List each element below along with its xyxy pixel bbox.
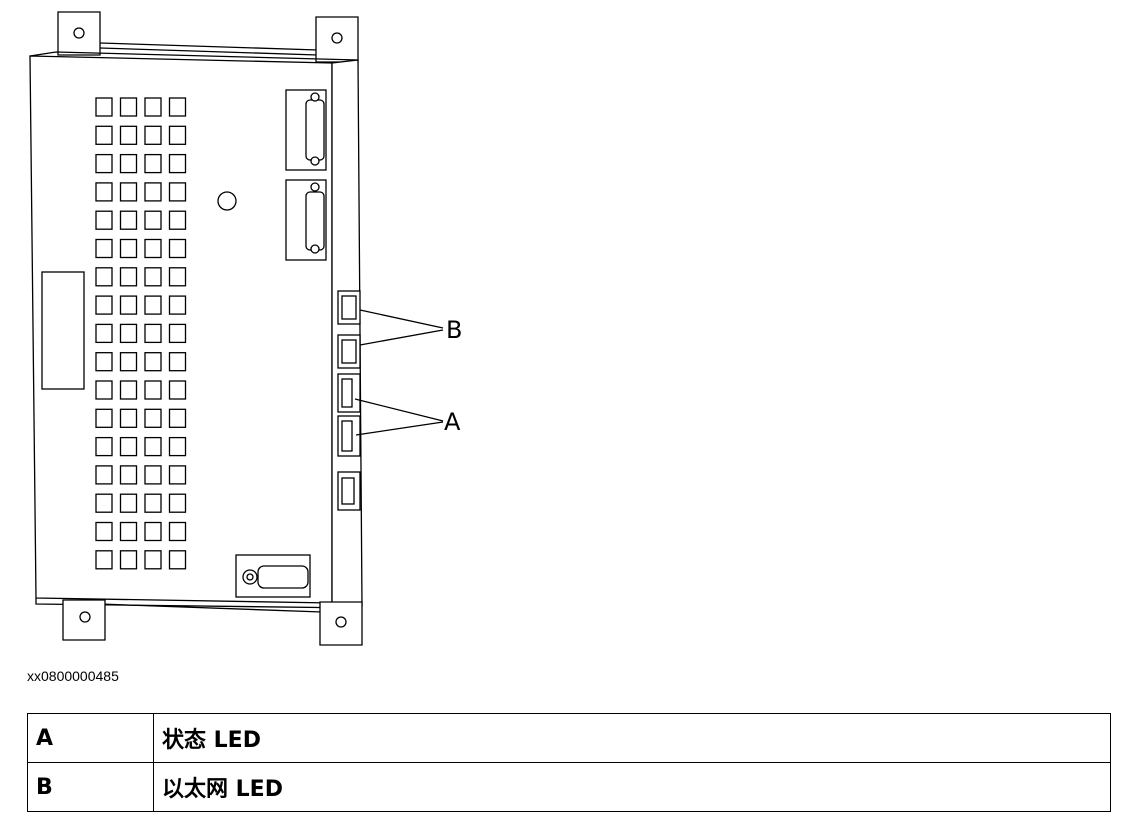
vent-hole [95, 550, 113, 570]
vent-hole [144, 465, 162, 485]
legend-description: 以太网 LED [153, 762, 1111, 812]
vent-hole [95, 238, 113, 259]
vent-hole [168, 238, 187, 259]
ventilation-grid [95, 97, 187, 570]
mounting-tab-top-left [57, 11, 101, 56]
vent-hole [119, 465, 138, 485]
legend-row-a: A 状态 LED [27, 713, 1111, 763]
vent-hole [95, 493, 113, 513]
vent-hole [95, 436, 113, 457]
vent-hole [144, 153, 162, 174]
callout-label-b: B [446, 316, 462, 344]
vent-hole [95, 97, 113, 117]
vent-hole [95, 380, 113, 400]
vent-hole [95, 521, 113, 542]
vent-hole [95, 465, 113, 485]
vent-hole [144, 97, 162, 117]
vent-hole [168, 210, 187, 230]
dsub-connector-bottom [235, 554, 311, 598]
vent-hole [95, 153, 113, 174]
vent-hole [168, 521, 187, 542]
mounting-tab-top-right [315, 16, 359, 63]
vent-hole [168, 295, 187, 315]
vent-hole [95, 295, 113, 315]
vent-hole [95, 323, 113, 344]
vent-hole [168, 323, 187, 344]
vent-hole [144, 493, 162, 513]
vent-hole [168, 408, 187, 428]
legend-description: 状态 LED [153, 713, 1111, 763]
vent-hole [168, 493, 187, 513]
housing-side [331, 59, 363, 607]
vent-hole [119, 182, 138, 202]
mounting-tab-bottom-left [62, 599, 106, 641]
vent-hole [168, 153, 187, 174]
device-drawing: B A [29, 11, 462, 646]
vent-hole [144, 521, 162, 542]
vent-hole [119, 238, 138, 259]
vent-hole [144, 182, 162, 202]
vent-hole [119, 267, 138, 287]
vent-hole [144, 380, 162, 400]
vent-hole [95, 182, 113, 202]
callout-label-a: A [444, 408, 461, 436]
vent-hole [119, 97, 138, 117]
vent-hole [95, 210, 113, 230]
vent-hole [144, 436, 162, 457]
vent-hole [144, 238, 162, 259]
vent-hole [119, 408, 138, 428]
vent-hole [168, 465, 187, 485]
vent-hole [119, 436, 138, 457]
legend-key: B [27, 762, 154, 812]
vent-hole [119, 295, 138, 315]
legend-table: A 状态 LED B 以太网 LED [27, 713, 1111, 812]
vent-hole [95, 125, 113, 145]
label-plate [41, 271, 85, 390]
vent-hole [119, 380, 138, 400]
vent-hole [144, 210, 162, 230]
legend-row-b: B 以太网 LED [27, 762, 1111, 812]
device-figure: B A [0, 0, 520, 660]
vent-hole [168, 97, 187, 117]
vent-hole [144, 352, 162, 372]
vent-hole [168, 436, 187, 457]
vent-hole [95, 267, 113, 287]
figure-image-id: xx0800000485 [27, 668, 119, 684]
vent-hole [168, 182, 187, 202]
dsub-connector-1 [285, 89, 327, 171]
vent-hole [95, 352, 113, 372]
vent-hole [144, 323, 162, 344]
vent-hole [119, 521, 138, 542]
vent-hole [168, 352, 187, 372]
vent-hole [144, 295, 162, 315]
callout-leaders [354, 309, 444, 436]
vent-hole [119, 153, 138, 174]
dsub-connector-2 [285, 179, 327, 261]
mount-hole [217, 191, 237, 211]
vent-hole [168, 125, 187, 145]
vent-hole [144, 267, 162, 287]
vent-hole [144, 125, 162, 145]
vent-hole [119, 125, 138, 145]
mounting-tab-bottom-right [319, 601, 363, 646]
vent-hole [168, 267, 187, 287]
vent-hole [119, 352, 138, 372]
vent-hole [119, 210, 138, 230]
vent-hole [119, 323, 138, 344]
vent-hole [119, 550, 138, 570]
vent-hole [144, 550, 162, 570]
vent-hole [144, 408, 162, 428]
vent-hole [119, 493, 138, 513]
vent-hole [168, 380, 187, 400]
vent-hole [95, 408, 113, 428]
vent-hole [168, 550, 187, 570]
legend-key: A [27, 713, 154, 763]
